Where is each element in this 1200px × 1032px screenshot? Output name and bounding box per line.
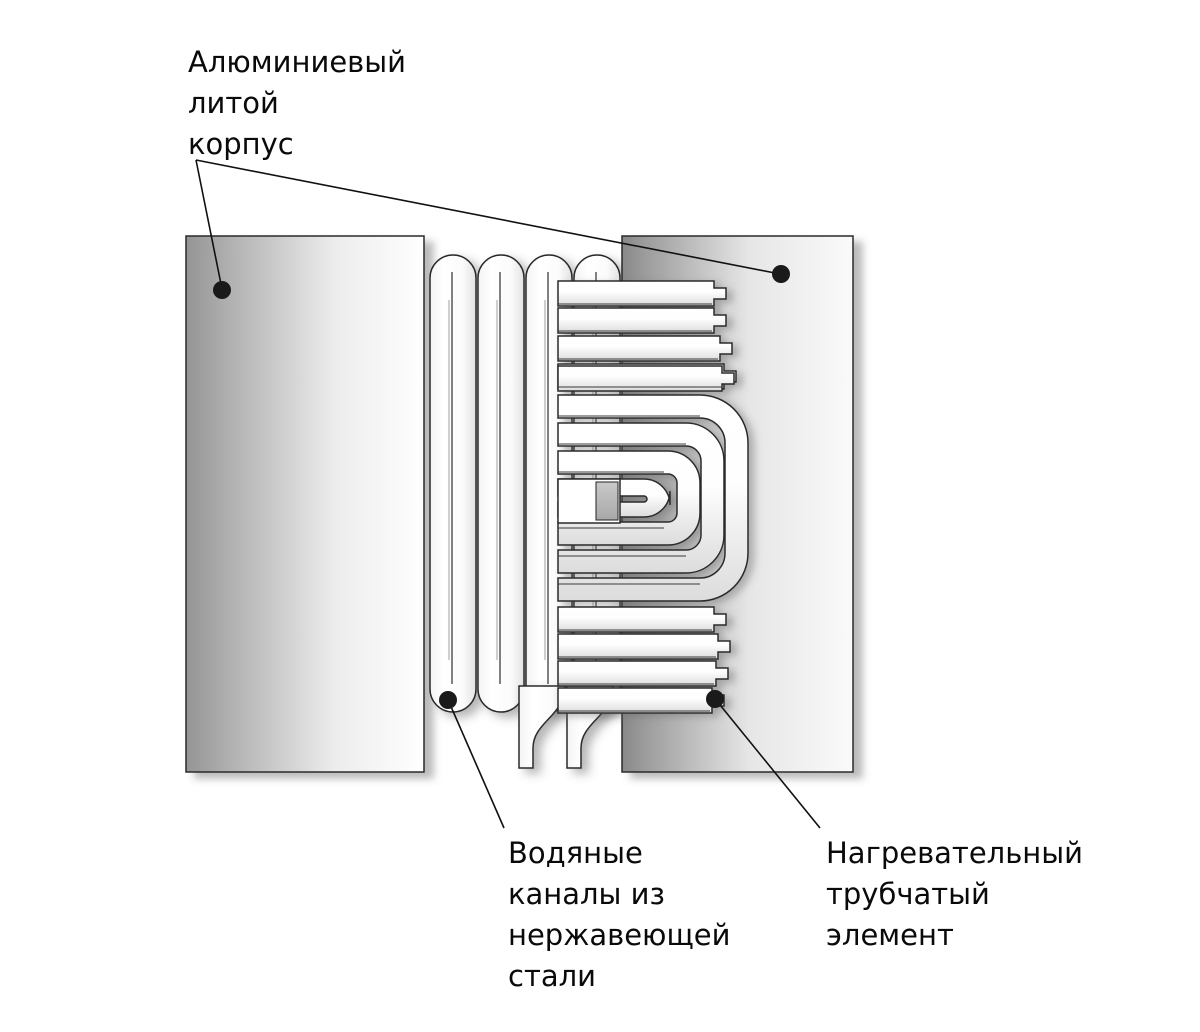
leader-line-aluminium-body-0 bbox=[195, 159, 223, 290]
callout-layer bbox=[195, 159, 821, 829]
callout-dot-water-channels-0 bbox=[439, 691, 457, 709]
callout-dot-heating-element-0 bbox=[706, 690, 724, 708]
heating-element-core bbox=[557, 478, 621, 524]
callout-label-line: Алюминиевый bbox=[188, 45, 406, 79]
callout-label-line: стали bbox=[508, 959, 596, 993]
callout-label-line: трубчатый bbox=[826, 877, 990, 911]
callout-label-line: корпус bbox=[188, 127, 294, 161]
left-aluminium-plate bbox=[185, 235, 425, 773]
callout-label-line: Водяные bbox=[508, 836, 643, 870]
callout-label-line: Нагревательный bbox=[826, 836, 1083, 870]
leader-line-aluminium-body-1 bbox=[195, 159, 781, 275]
leader-line-heating-element-0 bbox=[715, 699, 821, 829]
callout-label-line: литой bbox=[188, 86, 279, 120]
callout-dot-aluminium-body-1 bbox=[772, 265, 790, 283]
callout-dot-aluminium-body-0 bbox=[213, 281, 231, 299]
callout-label-water-channels: Водяные каналы из нержавеющей стали bbox=[508, 836, 730, 993]
heating-element-serpentine bbox=[557, 280, 749, 714]
leader-line-water-channels-0 bbox=[448, 701, 505, 829]
callout-label-line: каналы из bbox=[508, 877, 665, 911]
callout-label-line: нержавеющей bbox=[508, 918, 730, 952]
callout-label-line: элемент bbox=[826, 918, 954, 952]
callout-label-aluminium-body: Алюминиевый литой корпус bbox=[188, 45, 406, 161]
callout-label-heating-element: Нагревательный трубчатый элемент bbox=[826, 836, 1083, 952]
